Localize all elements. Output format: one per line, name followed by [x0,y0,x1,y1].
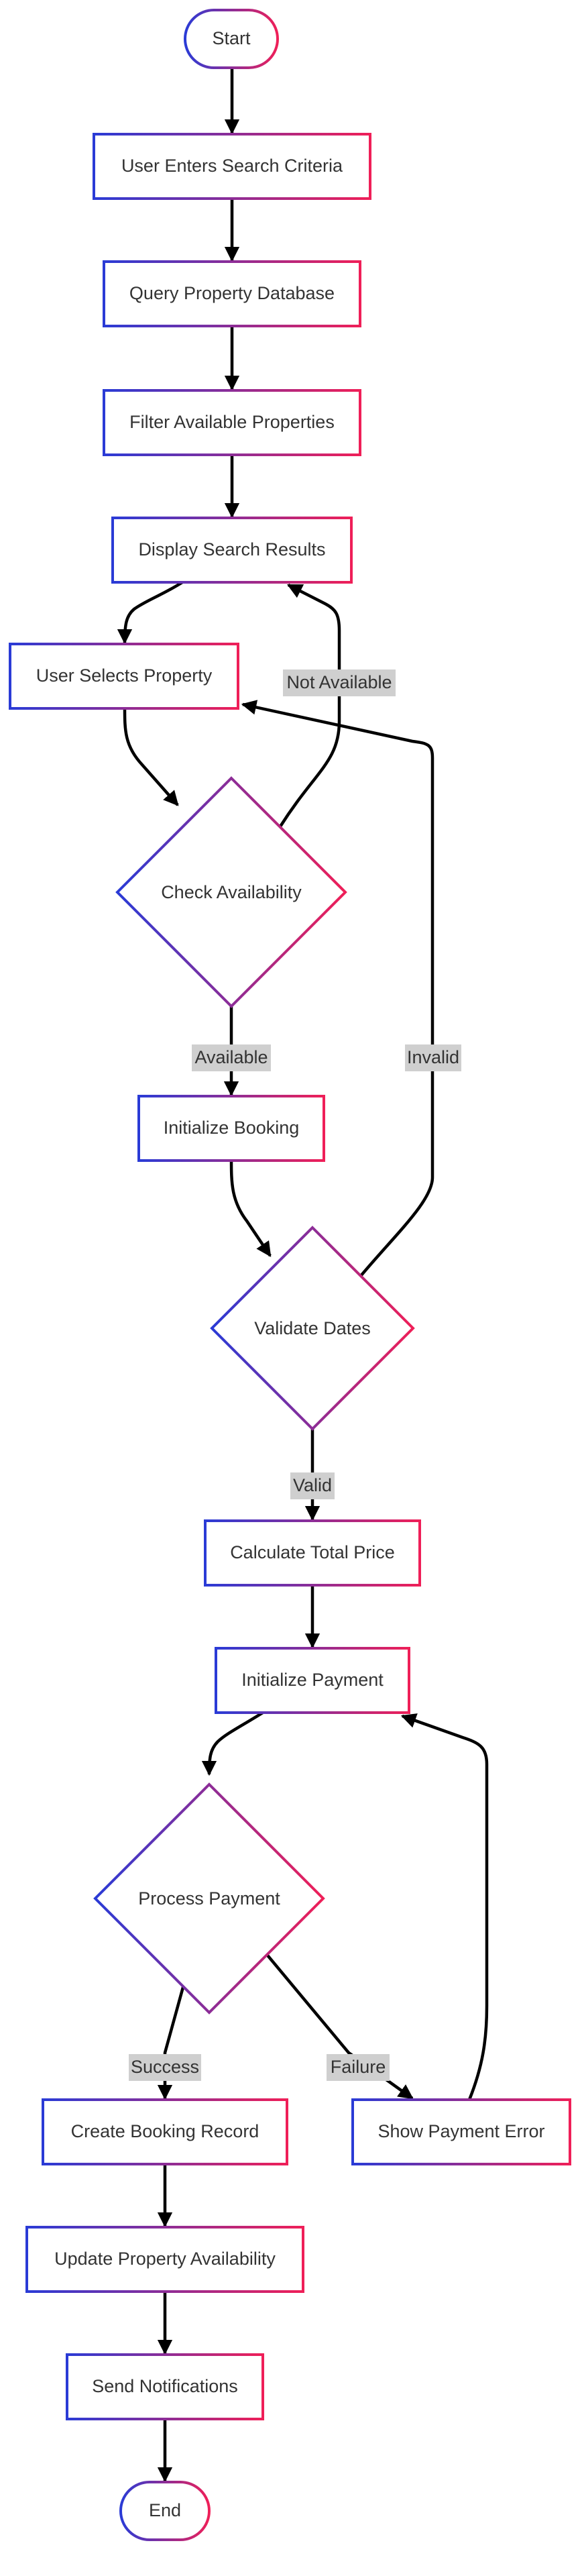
svg-text:Update Property Availability: Update Property Availability [54,2249,276,2269]
svg-text:Initialize Payment: Initialize Payment [241,1670,384,1690]
svg-text:Failure: Failure [331,2057,386,2077]
edge-init-payment-to-process-payment [201,1711,264,1776]
process-update-property-availability[interactable]: Update Property Availability [25,2226,304,2293]
svg-text:Available: Available [194,1047,268,1067]
process-filter-available-properties[interactable]: Filter Available Properties [103,389,361,456]
svg-text:Initialize Booking: Initialize Booking [164,1118,300,1138]
edge-label-invalid: Invalid [405,1044,461,1071]
edge-display-results-to-select-property [117,581,184,645]
process-enter-search-criteria[interactable]: User Enters Search Criteria [93,133,371,200]
svg-text:Validate Dates: Validate Dates [254,1318,371,1338]
process-user-selects-property[interactable]: User Selects Property [9,643,239,710]
edge-process-payment-to-create-record [157,1982,186,2100]
process-send-notifications[interactable]: Send Notifications [66,2353,264,2420]
edge-label-available: Available [192,1044,271,1071]
svg-text:Show Payment Error: Show Payment Error [377,2121,544,2141]
process-query-property-database[interactable]: Query Property Database [103,260,361,327]
process-create-booking-record[interactable]: Create Booking Record [42,2098,288,2165]
svg-text:Process Payment: Process Payment [138,1888,280,1909]
process-show-payment-error[interactable]: Show Payment Error [351,2098,571,2165]
process-display-search-results[interactable]: Display Search Results [111,517,353,584]
edge-show-error-to-init-payment [400,1713,489,2100]
edge-init-booking-to-validate-dates [229,1159,272,1257]
svg-text:Send Notifications: Send Notifications [92,2376,238,2396]
nodes: Start User Enters Search Criteria Query … [9,9,571,2541]
process-initialize-booking[interactable]: Initialize Booking [137,1095,325,1162]
end-node[interactable]: End [119,2481,211,2541]
svg-text:Calculate Total Price: Calculate Total Price [230,1542,395,1562]
svg-text:User Enters Search Criteria: User Enters Search Criteria [121,156,343,176]
decision-validate-dates[interactable]: Validate Dates [210,1226,415,1431]
svg-text:User Selects Property: User Selects Property [36,665,213,686]
edge-select-property-to-check-availability [123,707,179,806]
edge-check-availability-to-display-results [279,583,341,828]
svg-text:Valid: Valid [293,1475,332,1495]
svg-text:Create Booking Record: Create Booking Record [71,2121,259,2141]
svg-text:Invalid: Invalid [407,1047,459,1067]
svg-text:Display Search Results: Display Search Results [138,539,325,559]
edge-label-success: Success [129,2054,201,2081]
svg-text:Start: Start [212,28,251,48]
svg-text:End: End [149,2500,181,2520]
edge-process-payment-to-show-error [264,1951,414,2100]
process-calculate-total-price[interactable]: Calculate Total Price [204,1519,421,1587]
process-initialize-payment[interactable]: Initialize Payment [215,1647,410,1714]
edge-label-not-available: Not Available [283,669,396,696]
edge-label-valid: Valid [290,1472,335,1499]
svg-text:Check Availability: Check Availability [161,882,302,902]
edge-labels: Not Available Available Invalid Valid Su… [129,669,461,2081]
edges [117,67,489,2483]
svg-text:Filter Available Properties: Filter Available Properties [129,412,335,432]
svg-text:Query Property Database: Query Property Database [129,283,335,303]
decision-process-payment[interactable]: Process Payment [93,1782,325,2015]
svg-text:Success: Success [131,2057,199,2077]
decision-check-availability[interactable]: Check Availability [115,776,347,1008]
edge-validate-dates-to-select-property [241,700,434,1277]
edge-label-failure: Failure [327,2054,390,2081]
start-node[interactable]: Start [184,9,279,69]
svg-text:Not Available: Not Available [286,672,392,692]
